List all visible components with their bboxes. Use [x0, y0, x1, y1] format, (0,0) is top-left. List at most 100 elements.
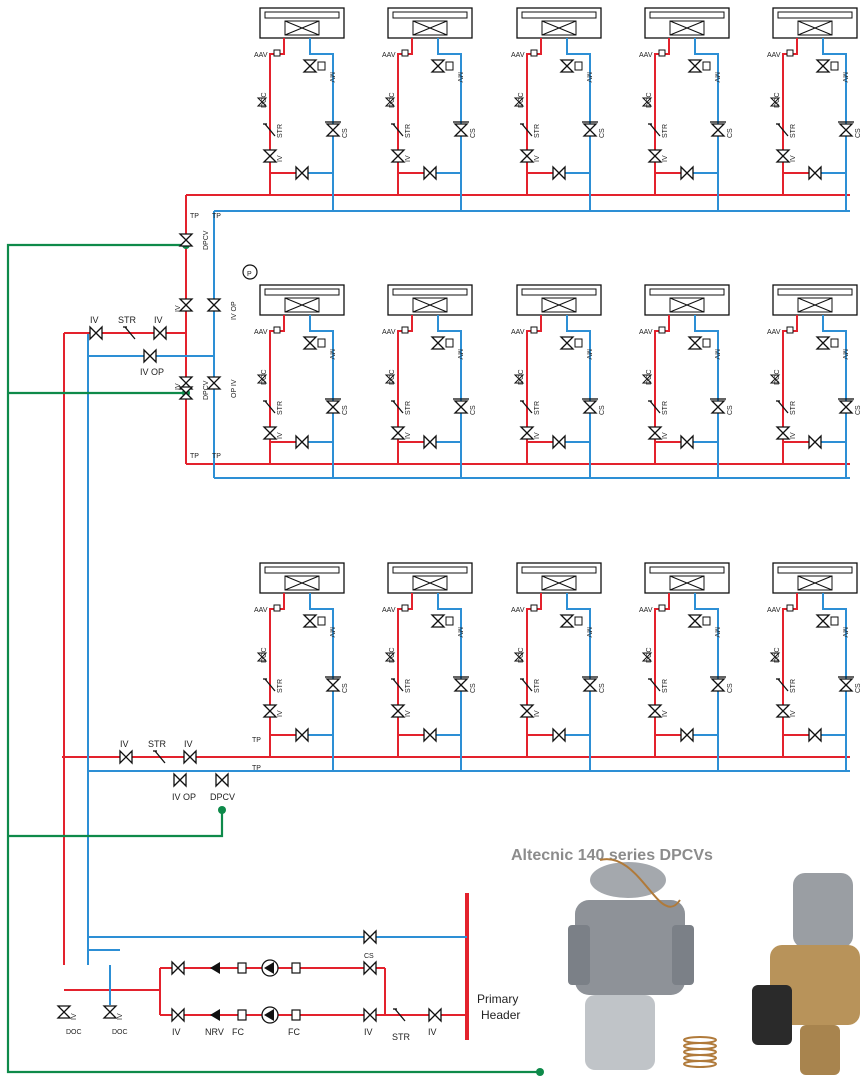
doc-label: DOC — [646, 92, 653, 108]
iv-label: IV — [364, 1027, 373, 1037]
drain-valve-icon — [641, 652, 653, 662]
iv-label: IV — [790, 710, 797, 717]
drain-valve-icon — [256, 652, 268, 662]
doc-label: DOC — [774, 647, 781, 663]
str-label: STR — [790, 401, 797, 415]
iv-label: IV — [790, 155, 797, 162]
aav-icon — [530, 604, 538, 612]
flow-pipe — [269, 38, 285, 195]
commissioning-set-icon — [325, 678, 341, 692]
cs-label: CS — [599, 128, 606, 138]
coil — [649, 566, 725, 574]
actuator-icon — [317, 616, 326, 626]
iv-op-icon — [173, 772, 187, 788]
iv-label: IV — [117, 1013, 124, 1020]
aav-icon — [786, 49, 794, 57]
strainer-icon — [123, 326, 136, 340]
bypass-valve-icon — [808, 434, 822, 450]
doc-label: DOC — [261, 92, 268, 108]
damper-blade — [412, 575, 448, 591]
motorised-valve-icon — [302, 614, 318, 628]
cs-label: CS — [470, 405, 477, 415]
strainer-icon — [263, 123, 276, 137]
control-line-3 — [8, 810, 224, 838]
tp-label: TP — [212, 453, 221, 460]
damper-blade — [669, 575, 705, 591]
aav-label: AAV — [254, 52, 268, 59]
isolating-valve-icon — [178, 376, 194, 390]
iv-op-icon — [206, 298, 222, 312]
mv-label: MV — [713, 349, 720, 360]
damper-blade — [669, 20, 705, 36]
flange-right — [672, 925, 694, 985]
damper-blade — [797, 297, 833, 313]
drain-valve-icon — [641, 97, 653, 107]
damper-blade — [284, 575, 320, 591]
motorised-valve-icon — [559, 614, 575, 628]
primary-header-label-2: Header — [481, 1008, 520, 1022]
str-label: STR — [790, 679, 797, 693]
actuator-icon — [830, 616, 839, 626]
coil — [392, 566, 468, 574]
isolating-valve-icon — [89, 325, 103, 341]
strainer-icon — [648, 678, 661, 692]
cs-label: CS — [470, 683, 477, 693]
aav-icon — [658, 326, 666, 334]
damper-blade — [541, 297, 577, 313]
str-label: STR — [118, 315, 137, 325]
coil — [521, 11, 597, 19]
actuator-icon — [445, 616, 454, 626]
doc-label: DOC — [389, 647, 396, 663]
drain-valve-icon — [513, 97, 525, 107]
commissioning-set-icon — [325, 400, 341, 414]
coil — [392, 288, 468, 296]
cs-label: CS — [855, 128, 862, 138]
dpcv-label: DPCV — [210, 792, 235, 802]
flexible-connector-icon — [237, 962, 247, 974]
coil — [649, 11, 725, 19]
mv-label: MV — [841, 72, 848, 83]
iv-label: IV — [175, 305, 182, 312]
aav-icon — [273, 326, 281, 334]
drain-valve-icon — [769, 374, 781, 384]
cs-label: CS — [342, 405, 349, 415]
iv-op-label: IV OP — [172, 792, 196, 802]
isolating-valve-icon — [519, 149, 535, 163]
drain-valve-icon — [641, 374, 653, 384]
bypass-valve-icon — [552, 727, 566, 743]
drain-valve-icon — [384, 97, 396, 107]
damper-blade — [541, 575, 577, 591]
commissioning-set-icon — [710, 400, 726, 414]
aav-label: AAV — [511, 607, 525, 614]
motorised-valve-icon — [430, 614, 446, 628]
aav-icon — [658, 49, 666, 57]
bypass-valve-icon — [423, 434, 437, 450]
coil — [777, 288, 853, 296]
actuator-icon — [445, 61, 454, 71]
isolating-valve-icon — [647, 149, 663, 163]
aav-label: AAV — [382, 607, 396, 614]
coil — [264, 566, 340, 574]
mv-label: MV — [456, 349, 463, 360]
actuator-icon — [317, 338, 326, 348]
strainer-icon — [520, 678, 533, 692]
bypass-valve-icon — [680, 434, 694, 450]
strainer-icon — [393, 1008, 406, 1022]
isolating-valve-icon — [390, 426, 406, 440]
actuator-icon — [702, 61, 711, 71]
flow-pipe — [782, 38, 798, 195]
str-label: STR — [790, 124, 797, 138]
doc-label: DOC — [389, 369, 396, 385]
isolating-valve-icon — [647, 426, 663, 440]
motorised-valve-icon — [687, 336, 703, 350]
doc-label: DOC — [774, 92, 781, 108]
aav-icon — [530, 326, 538, 334]
motorised-valve-icon — [302, 336, 318, 350]
isolating-valve-icon — [363, 1007, 377, 1023]
